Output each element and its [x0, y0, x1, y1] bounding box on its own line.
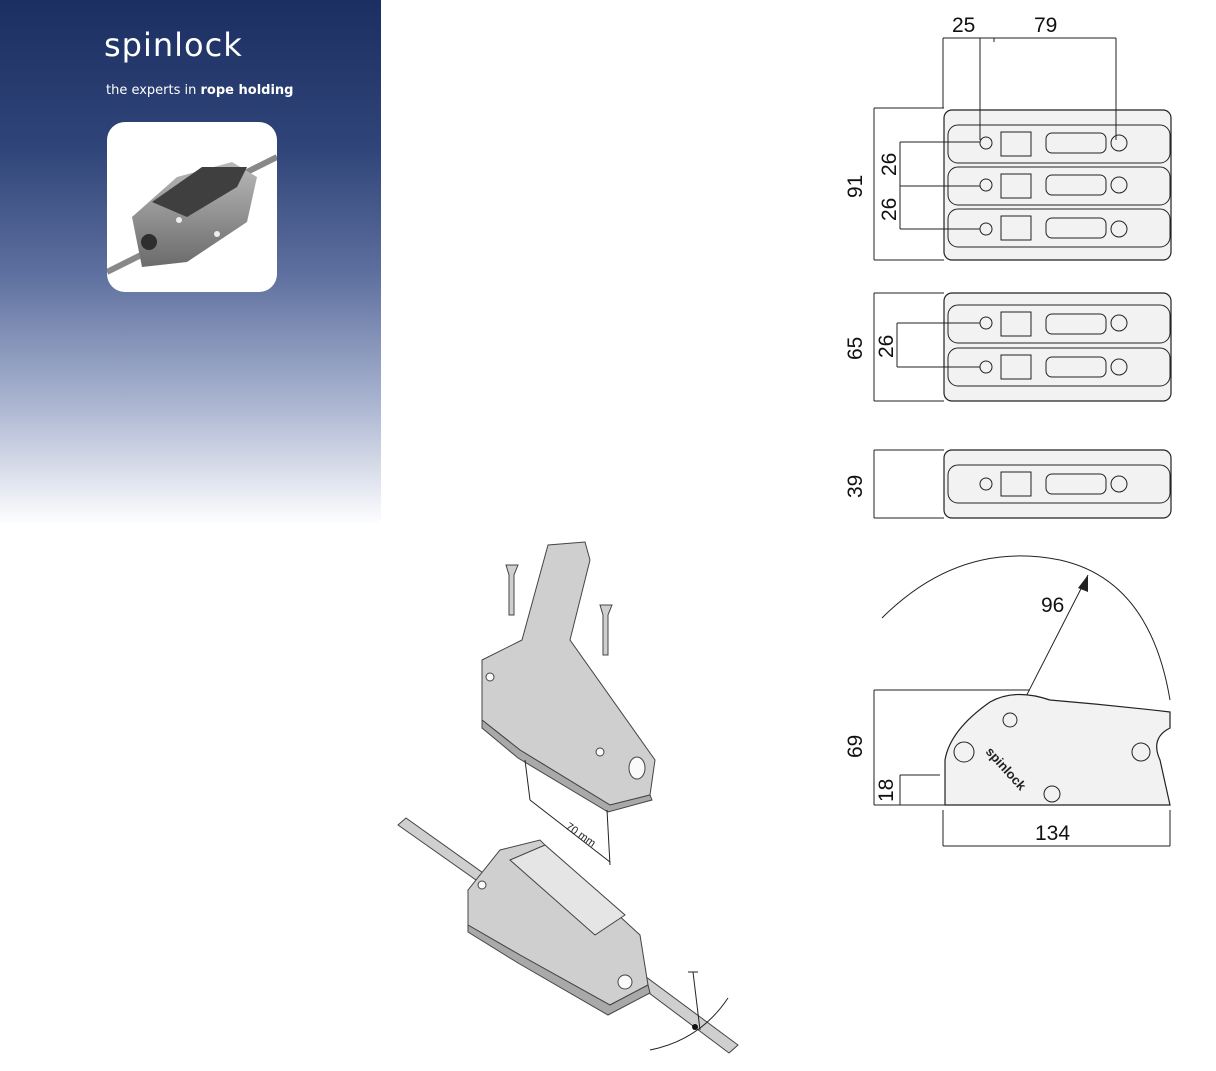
- technical-drawing: 25 79 91 26 26 65 26: [381, 0, 1216, 1071]
- dim-base-height: 18: [875, 779, 898, 802]
- tagline: the experts in rope holding: [106, 83, 293, 98]
- product-photo: [107, 122, 277, 292]
- dim-triple-height: 91: [844, 175, 867, 198]
- tagline-emphasis: rope holding: [201, 83, 294, 98]
- dim-handle-radius: 96: [1041, 594, 1064, 617]
- single-clutch-top-view: [944, 450, 1171, 518]
- screw-spacing-label: 70 mm: [563, 821, 597, 850]
- dim-top-left: 25: [952, 14, 975, 37]
- dim-double-height: 65: [844, 337, 867, 360]
- dim-single-height: 39: [844, 475, 867, 498]
- double-clutch-top-view: [944, 293, 1171, 401]
- tagline-prefix: the experts in: [106, 83, 201, 98]
- clutch-photo-icon: [107, 122, 277, 292]
- dim-side-height: 69: [844, 735, 867, 758]
- triple-clutch-top-view: [944, 110, 1171, 260]
- isometric-assembly: 70 mm: [398, 542, 738, 1053]
- dim-top-right: 79: [1034, 14, 1057, 37]
- spinlock-logo: spinlock: [104, 26, 243, 64]
- dim-side-length: 134: [1035, 822, 1070, 845]
- dim-triple-pitch-1: 26: [878, 153, 901, 176]
- dim-triple-pitch-2: 26: [878, 198, 901, 221]
- dim-double-pitch: 26: [875, 335, 898, 358]
- brand-panel: spinlock the experts in rope holding: [0, 0, 381, 525]
- side-view: spinlock: [882, 556, 1170, 805]
